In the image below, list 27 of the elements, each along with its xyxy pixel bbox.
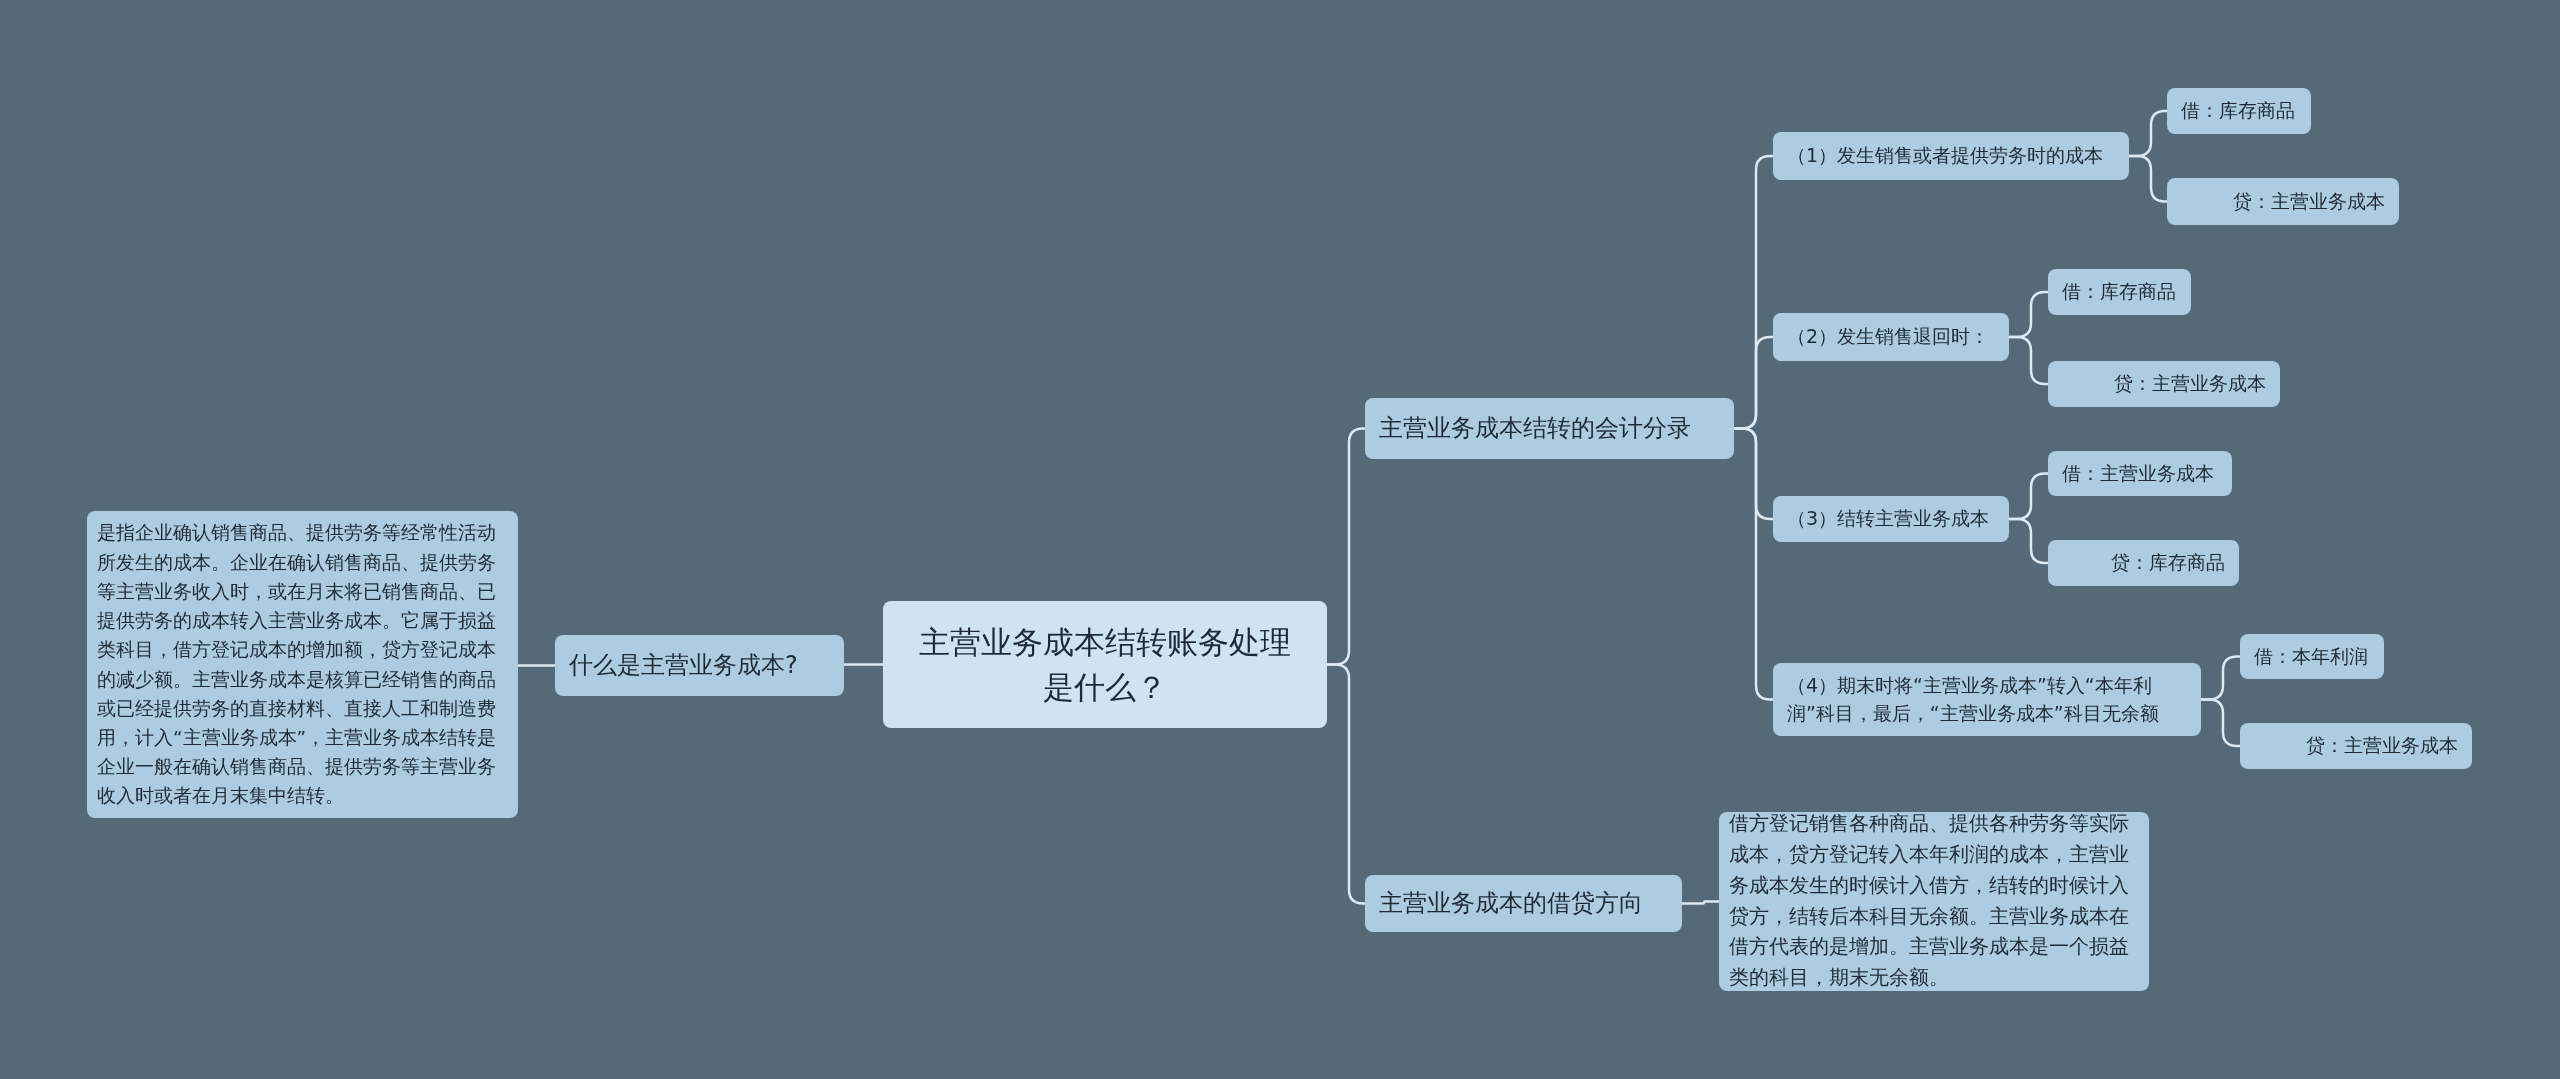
entry-box: 贷：主营业务成本 (2167, 178, 2399, 225)
connector-line (2009, 517, 2048, 565)
subtopic-box: （2）发生销售退回时： (1773, 313, 2009, 361)
topic-box: 主营业务成本结转的会计分录 (1365, 398, 1734, 459)
connector-line (518, 664, 555, 667)
entry-box: 贷：库存商品 (2048, 540, 2239, 586)
connector-line (1327, 663, 1365, 905)
connector-line (1734, 427, 1773, 701)
entry-box: 借：本年利润 (2240, 634, 2384, 679)
entry-box: 借：库存商品 (2048, 269, 2191, 315)
topic-box: 主营业务成本的借贷方向 (1365, 875, 1682, 932)
connector-line (1682, 900, 1719, 905)
connector-line (844, 663, 883, 666)
subtopic-box: （3）结转主营业务成本 (1773, 496, 2009, 542)
connector-line (2201, 698, 2240, 748)
entry-box: 借：库存商品 (2167, 88, 2311, 134)
entry-box: 贷：主营业务成本 (2048, 361, 2280, 407)
entry-box: 贷：主营业务成本 (2240, 723, 2472, 769)
central-topic-box: 主营业务成本结转账务处理是什么？ (883, 601, 1327, 728)
connector-line (2009, 335, 2048, 386)
description-box: 借方登记销售各种商品、提供各种劳务等实际成本，贷方登记转入本年利润的成本，主营业务成本发生的时候计入借方，结转的时候计入贷方，结转后本科目无余额。主营业务成本在借方代表的是增加。主营业务成本是一个损益类的科目，期末无余额。 (1719, 812, 2149, 991)
subtopic-box: （1）发生销售或者提供劳务时的成本 (1773, 132, 2129, 180)
description-box: 是指企业确认销售商品、提供劳务等经常性活动所发生的成本。企业在确认销售商品、提供劳务等主营业务收入时，或在月末将已销售商品、已提供劳务的成本转入主营业务成本。它属于损益类科目，借方登记成本的增加额，贷方登记成本的减少额。主营业务成本是核算已经销售的商品或已经提供劳务的直接材料、直接人工和制造费用，计入“主营业务成本”，主营业务成本结转是企业一般在确认销售商品、提供劳务等主营业务收入时或者在月末集中结转。 (87, 511, 518, 818)
topic-box: 什么是主营业务成本? (555, 635, 844, 696)
entry-box: 借：主营业务成本 (2048, 451, 2232, 496)
subtopic-box: （4）期末时将“主营业务成本”转入“本年利润”科目，最后，“主营业务成本”科目无余额 (1773, 663, 2201, 736)
connector-line (2129, 154, 2167, 203)
